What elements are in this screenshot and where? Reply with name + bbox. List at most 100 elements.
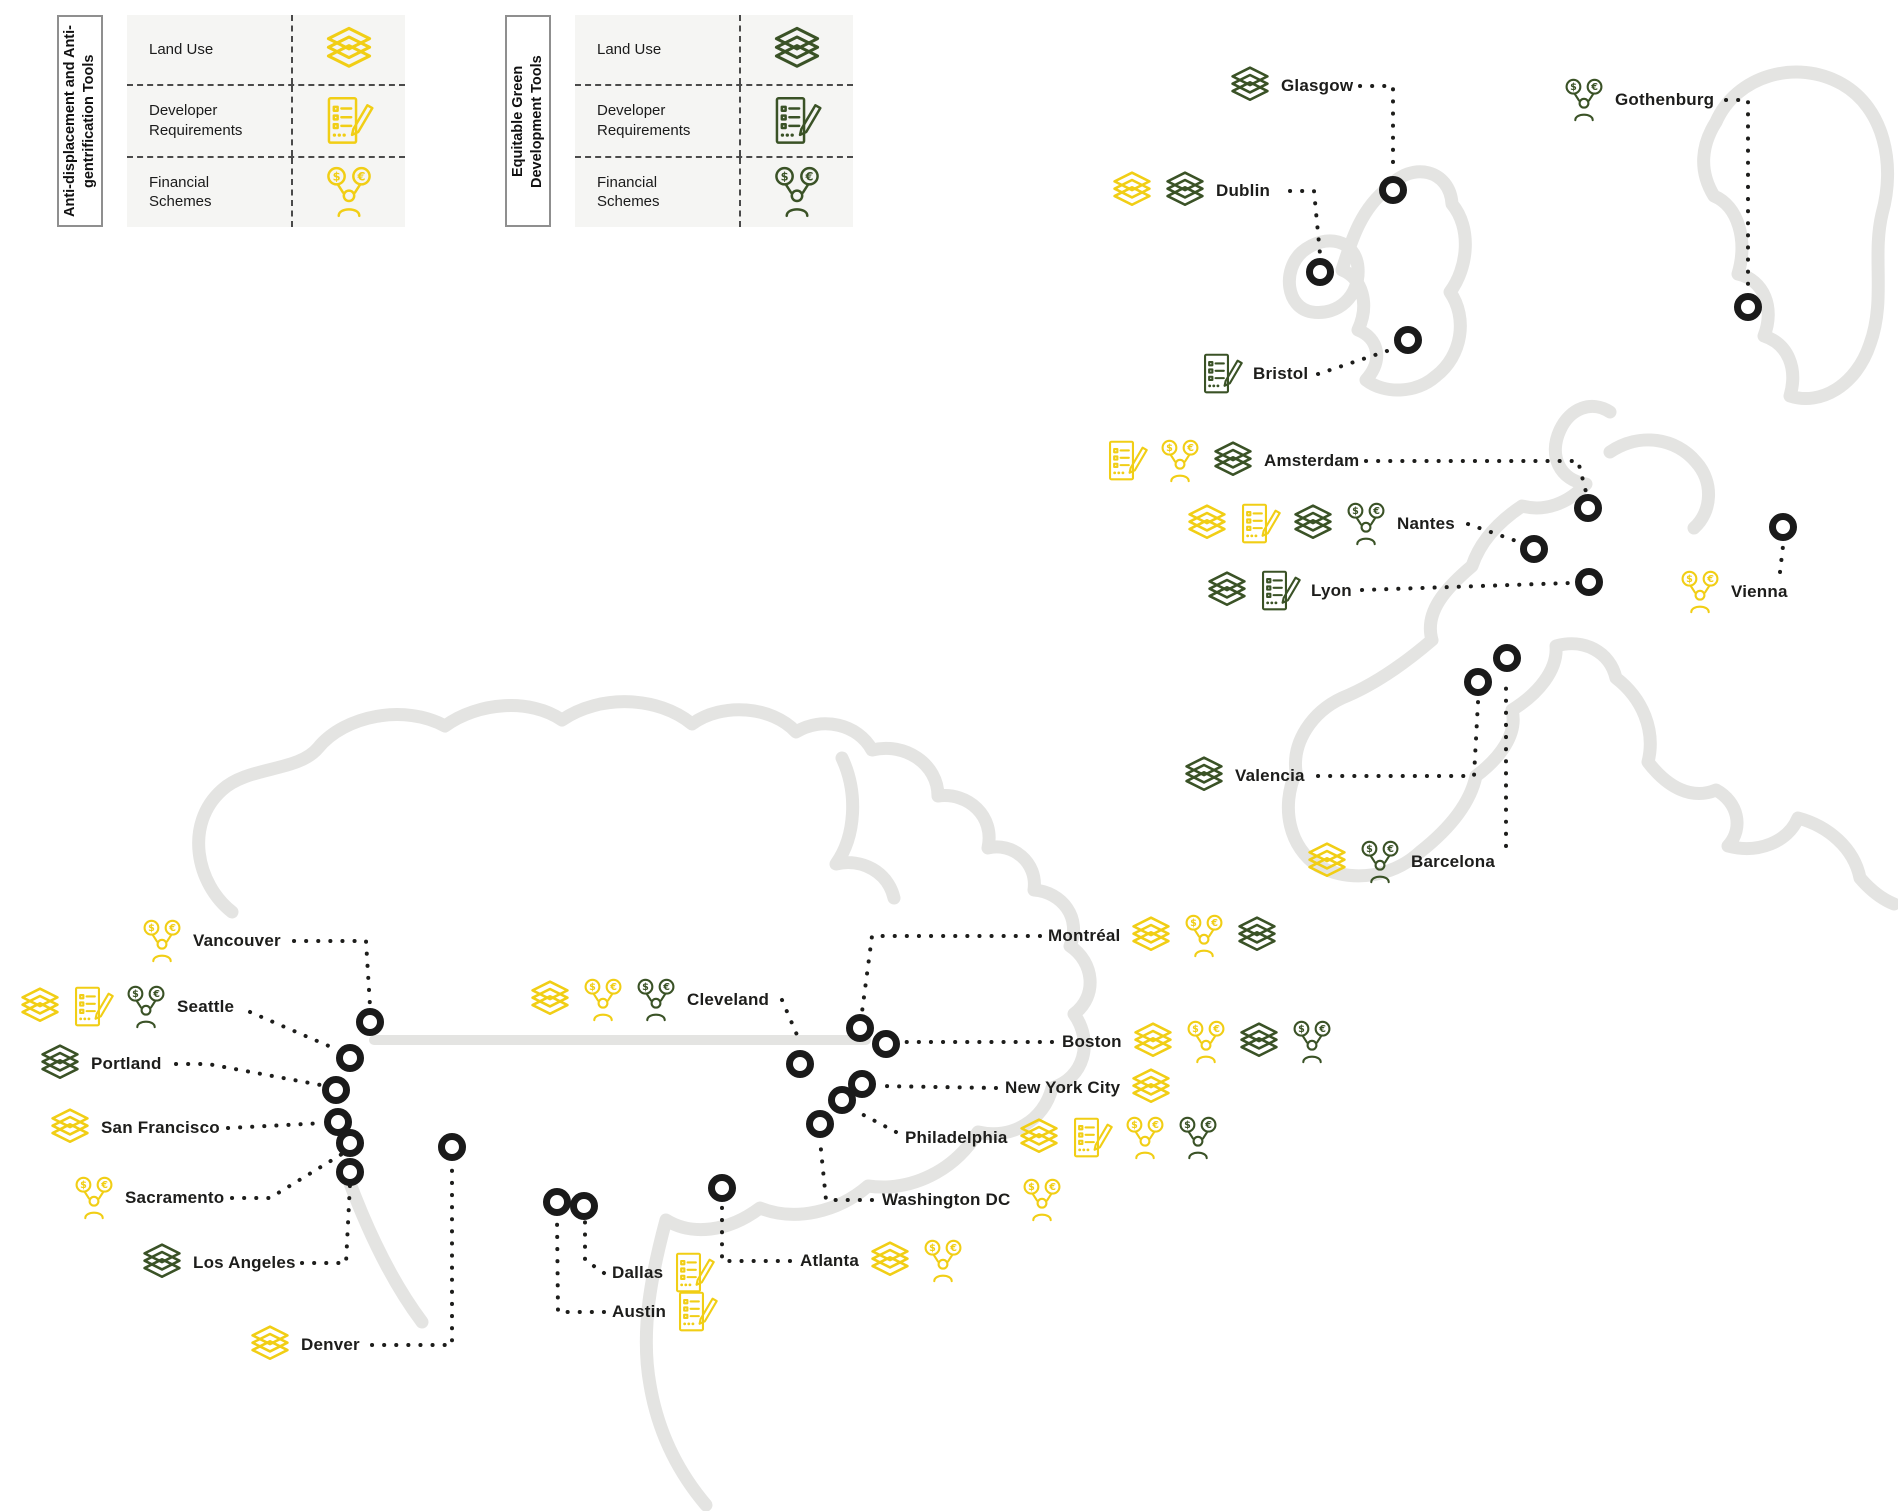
legend-title-box: Anti-displacement and Anti-gentrificatio… <box>57 15 103 227</box>
land-use-icon <box>1163 169 1207 213</box>
city-name: Seattle <box>177 997 235 1016</box>
city-new-york-city: New York City <box>1005 1066 1173 1110</box>
financial-schemes-icon <box>72 1176 116 1220</box>
city-marker-bristol <box>1394 326 1422 354</box>
land-use-icon <box>1228 64 1272 108</box>
land-use-icon <box>1129 1066 1173 1110</box>
city-marker-new-york-city <box>848 1070 876 1098</box>
leader-line-nantes <box>1466 522 1524 545</box>
city-valencia: Valencia <box>1182 754 1305 798</box>
land-use-icon <box>1237 1020 1281 1064</box>
legend-row-label: Developer Requirements <box>597 102 691 139</box>
city-marker-denver <box>438 1133 466 1161</box>
land-use-icon <box>1017 1116 1061 1160</box>
land-use-icon <box>1182 754 1226 798</box>
developer-requirements-icon <box>672 1251 716 1295</box>
city-marker-atlanta <box>708 1174 736 1202</box>
city-name: Atlanta <box>800 1251 860 1270</box>
continent-outlines <box>192 65 1898 1511</box>
legend-row-financial-schemes: Financial Schemes <box>127 155 405 227</box>
city-barcelona: Barcelona <box>1305 840 1495 884</box>
land-use-icon <box>48 1106 92 1150</box>
city-marker-sacramento <box>336 1129 364 1157</box>
legend-row-land-use: Land Use <box>575 15 853 85</box>
land-use-icon <box>18 985 62 1029</box>
city-marker-vienna <box>1769 513 1797 541</box>
city-marker-valencia <box>1464 668 1492 696</box>
financial-schemes-icon <box>1562 78 1606 122</box>
city-marker-vancouver <box>356 1008 384 1036</box>
land-use-icon <box>1235 914 1279 958</box>
leader-line-portland <box>174 1062 328 1088</box>
city-marker-austin <box>543 1188 571 1216</box>
north-america-outline <box>192 695 1097 1511</box>
city-bristol: Bristol <box>1200 352 1308 396</box>
leader-line-vienna <box>1778 544 1785 574</box>
financial-schemes-icon <box>124 985 168 1029</box>
city-name: Cleveland <box>687 990 770 1009</box>
financial-schemes-icon <box>1358 840 1402 884</box>
city-marker-los-angeles <box>336 1158 364 1186</box>
city-marker-gothenburg <box>1734 293 1762 321</box>
land-use-icon <box>1129 914 1173 958</box>
leader-line-san-francisco <box>226 1121 326 1130</box>
city-dallas: Dallas <box>612 1251 716 1295</box>
city-name: New York City <box>1005 1078 1121 1097</box>
legend-row-financial-schemes: Financial Schemes <box>575 155 853 227</box>
city-cleveland: Cleveland <box>528 978 769 1022</box>
leader-line-sacramento <box>230 1152 344 1200</box>
leader-line-austin <box>555 1216 606 1314</box>
leader-line-vancouver <box>292 939 372 1008</box>
financial-schemes-icon <box>1678 570 1722 614</box>
developer-requirements-icon <box>1070 1116 1114 1160</box>
leader-line-new-york-city <box>878 1084 998 1090</box>
city-name: Gothenburg <box>1615 90 1715 109</box>
city-marker-dallas <box>570 1192 598 1220</box>
city-name: Montréal <box>1048 926 1121 945</box>
legend-row-developer-requirements: Developer Requirements <box>575 84 853 156</box>
land-use-icon <box>38 1042 82 1086</box>
hudson-bay-outline <box>829 751 901 905</box>
city-lyon: Lyon <box>1205 569 1352 613</box>
land-use-icon <box>739 15 853 85</box>
developer-requirements-icon <box>1105 439 1149 483</box>
financial-schemes-icon <box>140 919 184 963</box>
city-markers-layer <box>322 176 1797 1220</box>
city-atlanta: Atlanta <box>800 1239 965 1283</box>
baltic-coast-outline <box>1603 433 1715 535</box>
city-marker-san-francisco <box>324 1108 352 1136</box>
land-use-icon <box>1291 502 1335 546</box>
city-marker-barcelona <box>1493 644 1521 672</box>
city-name: Boston <box>1062 1032 1122 1051</box>
city-dublin: Dublin <box>1110 169 1270 213</box>
city-philadelphia: Philadelphia <box>905 1116 1220 1160</box>
city-name: Lyon <box>1311 581 1352 600</box>
legend-anti-displacement-tools: Anti-displacement and Anti-gentrificatio… <box>57 15 405 227</box>
city-marker-boston <box>872 1030 900 1058</box>
city-name: Washington DC <box>882 1190 1011 1209</box>
city-name: Vancouver <box>193 931 281 950</box>
leader-line-valencia <box>1316 700 1480 778</box>
ireland-outline <box>1282 234 1365 319</box>
legend-row-land-use: Land Use <box>127 15 405 85</box>
financial-schemes-icon <box>1123 1116 1167 1160</box>
land-use-icon <box>1305 840 1349 884</box>
leader-line-lyon <box>1360 581 1572 592</box>
city-name: Sacramento <box>125 1188 225 1207</box>
legend-row-label: Developer Requirements <box>149 102 243 139</box>
financial-schemes-icon <box>1182 914 1226 958</box>
city-name: Barcelona <box>1411 852 1496 871</box>
developer-requirements-icon <box>71 985 115 1029</box>
city-name: Nantes <box>1397 514 1455 533</box>
leader-lines-layer <box>174 84 1785 1347</box>
city-marker-portland <box>322 1076 350 1104</box>
financial-schemes-icon <box>739 157 853 227</box>
land-use-icon <box>868 1239 912 1283</box>
city-marker-dublin <box>1306 258 1334 286</box>
city-name: Austin <box>612 1302 667 1321</box>
city-denver: Denver <box>248 1323 360 1367</box>
